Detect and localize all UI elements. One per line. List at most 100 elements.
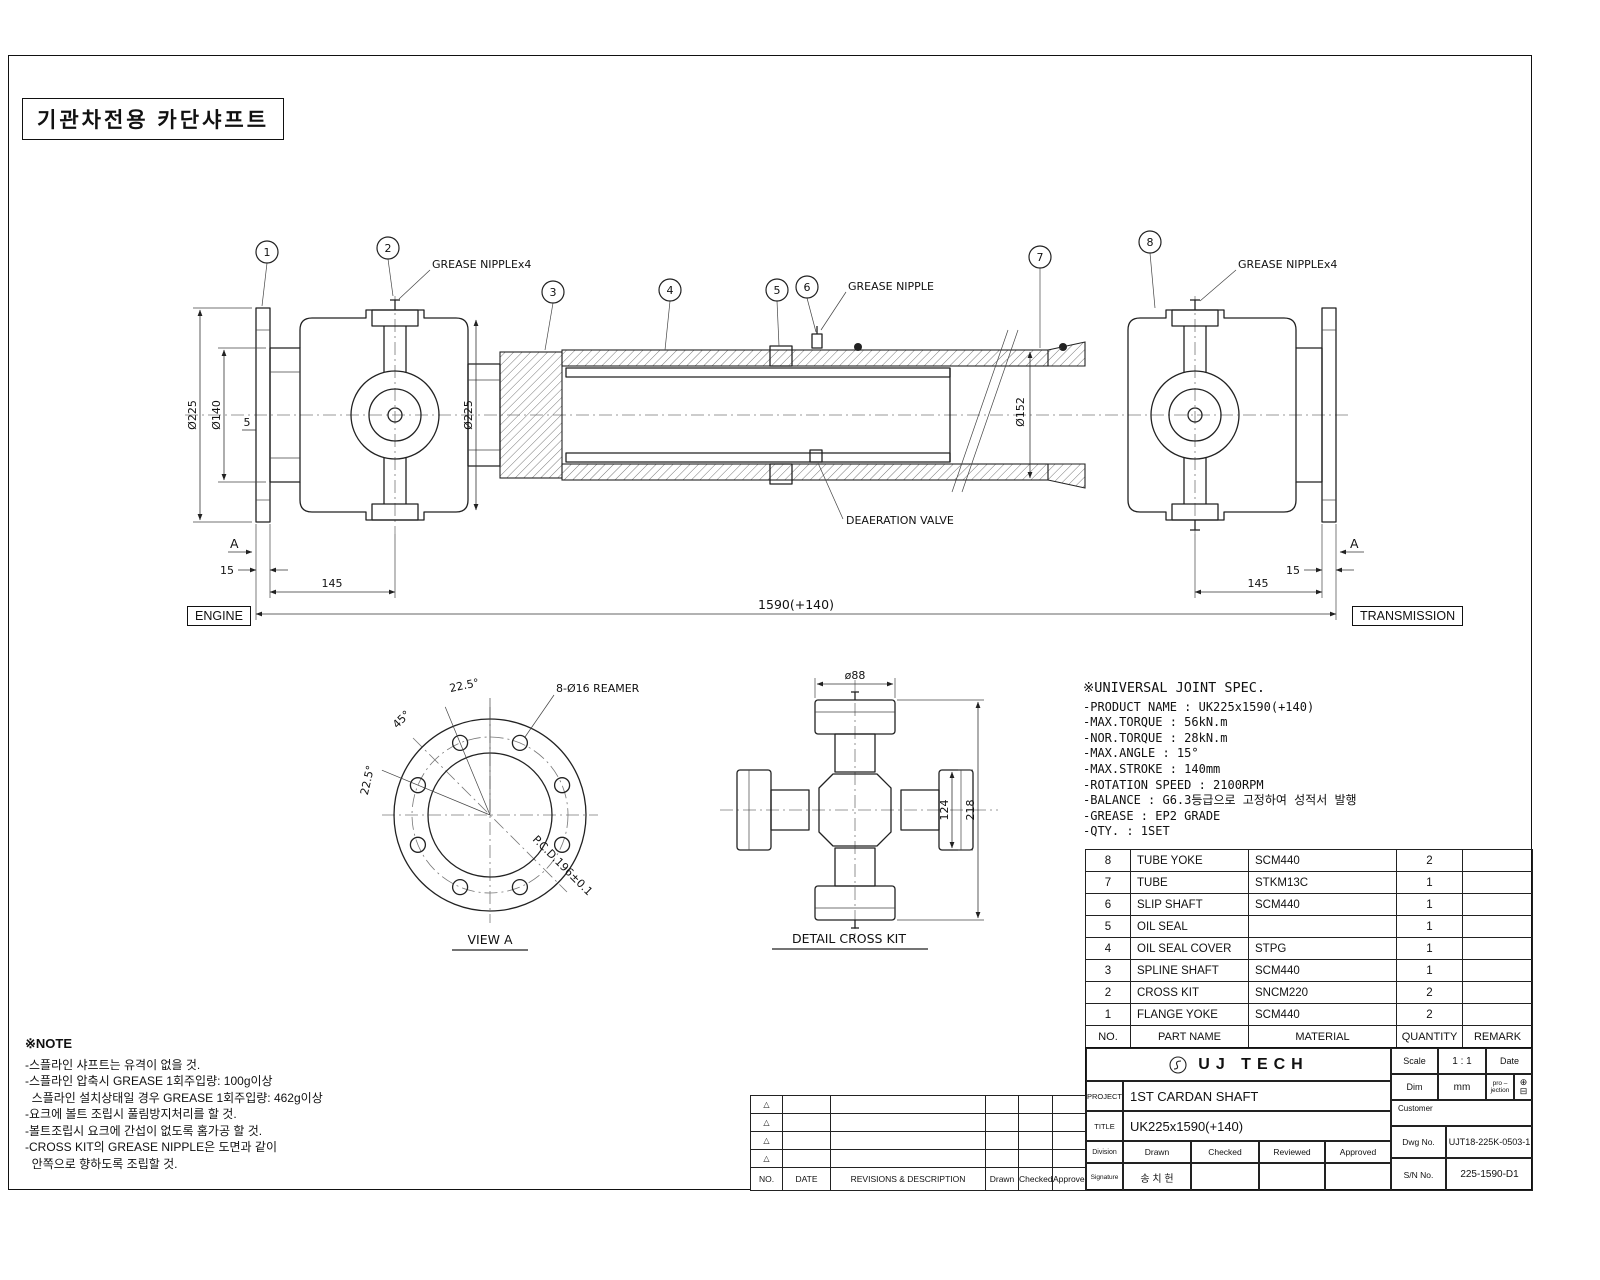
signature-empty-cell <box>1259 1163 1325 1191</box>
signature-empty-cell <box>1325 1163 1391 1191</box>
spec-line: -PRODUCT NAME : UK225x1590(+140) <box>1083 699 1315 714</box>
projection-circle-icon: ⊕ <box>1519 1077 1528 1087</box>
part-qty: 2 <box>1396 849 1463 872</box>
revision-triangle-icon: △ <box>763 1136 770 1145</box>
shaft-dimensions: Ø225 Ø140 5 Ø225 Ø152 145 145 15 15 1590… <box>186 307 1364 620</box>
company-cell: UJ TECH <box>1086 1048 1391 1081</box>
rev-header-no: NO. <box>750 1167 783 1191</box>
engine-label-box: ENGINE <box>187 606 251 626</box>
drawn-label: Drawn <box>1123 1141 1191 1163</box>
title-value: UK225x1590(+140) <box>1123 1111 1391 1141</box>
drawing-title-box: 기관차전용 카단샤프트 <box>22 98 285 140</box>
header-part-name: PART NAME <box>1130 1025 1249 1048</box>
title-label: TITLE <box>1086 1111 1123 1141</box>
grease-nipple-icon <box>390 299 400 310</box>
signature-value: 송 치 헌 <box>1123 1163 1191 1191</box>
balloon-callouts: 1 2 3 4 5 6 7 8 GREASE NIPPLEx4 GREASE N… <box>255 230 1337 527</box>
note-title: ※NOTE <box>25 1036 73 1051</box>
note-line: 안쪽으로 향하도록 조립할 것. <box>25 1156 178 1171</box>
dim-right-flange-thk: 15 <box>1286 564 1300 577</box>
header-remark: REMARK <box>1462 1025 1533 1048</box>
part-name: TUBE YOKE <box>1130 849 1249 872</box>
spec-line: -MAX.TORQUE : 56kN.m <box>1083 715 1228 730</box>
projection-view-icon: ⊟ <box>1519 1086 1528 1096</box>
balloon-8: 8 <box>1147 236 1154 249</box>
grease-nipple-x4-left-label: GREASE NIPPLEx4 <box>432 258 531 271</box>
table-row: 6 SLIP SHAFT SCM440 1 <box>1085 893 1533 916</box>
spec-line: -QTY. : 1SET <box>1083 824 1170 839</box>
revisions-header-row: NO. DATE REVISIONS & DESCRIPTION Drawn C… <box>750 1167 1086 1191</box>
section-a-marker-left: A <box>230 536 239 551</box>
header-material: MATERIAL <box>1248 1025 1397 1048</box>
division-label: Division <box>1086 1141 1123 1163</box>
deaeration-valve-label: DEAERATION VALVE <box>846 514 954 527</box>
table-row: 1 FLANGE YOKE SCM440 2 <box>1085 1003 1533 1026</box>
projection-label: pro – jection <box>1486 1074 1514 1100</box>
rev-header-checked: Checked <box>1018 1167 1053 1191</box>
view-a-caption: VIEW A <box>467 932 512 947</box>
spec-line: -MAX.ANGLE : 15° <box>1083 746 1199 761</box>
header-quantity: QUANTITY <box>1396 1025 1463 1048</box>
date-label: Date <box>1486 1048 1533 1074</box>
part-remark <box>1462 849 1533 872</box>
dim-reamer-holes: 8-Ø16 REAMER <box>556 682 640 695</box>
grease-nipple-icon <box>811 326 823 349</box>
revision-row: △ <box>750 1113 1086 1132</box>
dim-yoke-od: Ø225 <box>462 400 475 430</box>
engine-label: ENGINE <box>195 609 243 623</box>
revision-row: △ <box>750 1131 1086 1150</box>
scale-label: Scale <box>1391 1048 1438 1074</box>
sn-no-label: S/N No. <box>1391 1158 1446 1191</box>
project-value: 1ST CARDAN SHAFT <box>1123 1081 1391 1111</box>
dim-angle-mid: 45° <box>390 708 413 731</box>
table-row: 4 OIL SEAL COVER STPG 1 <box>1085 937 1533 960</box>
balloon-4: 4 <box>667 284 674 297</box>
revision-row: △ <box>750 1095 1086 1114</box>
spec-line: -NOR.TORQUE : 28kN.m <box>1083 730 1228 745</box>
revision-triangle-icon: △ <box>763 1118 770 1127</box>
company-name: UJ TECH <box>1198 1055 1309 1073</box>
grease-nipple-icon <box>851 691 859 929</box>
project-label: PROJECT <box>1086 1081 1123 1111</box>
part-no: 8 <box>1085 849 1131 872</box>
signature-label: Signature <box>1086 1163 1123 1191</box>
balloon-3: 3 <box>550 286 557 299</box>
approved-label: Approved <box>1325 1141 1391 1163</box>
dim-angle-left: 22.5° <box>358 764 377 796</box>
note-line: 스플라인 설치상태일 경우 GREASE 1회주입량: 462g이상 <box>25 1090 323 1105</box>
signature-empty-cell <box>1191 1163 1259 1191</box>
parts-table: 8 TUBE YOKE SCM440 2 7 TUBE STKM13C 1 6 … <box>1085 849 1533 1048</box>
revision-row: △ <box>750 1149 1086 1168</box>
grease-nipple-label: GREASE NIPPLE <box>848 280 934 293</box>
table-row: 5 OIL SEAL 1 <box>1085 915 1533 938</box>
section-a-marker-right: A <box>1350 536 1359 551</box>
spec-line: -MAX.STROKE : 140mm <box>1083 761 1221 776</box>
dwg-no-label: Dwg No. <box>1391 1126 1446 1158</box>
projection-symbols-cell: ⊕ ⊟ <box>1514 1074 1533 1100</box>
rev-header-date: DATE <box>782 1167 831 1191</box>
dim-flange-od: Ø225 <box>186 400 199 430</box>
dim-flange-offset: 5 <box>244 416 251 429</box>
note-block: ※NOTE -스플라인 샤프트는 유격이 없을 것. -스플라인 압축시 GRE… <box>25 1036 455 1172</box>
balloon-5: 5 <box>774 284 781 297</box>
dim-pcd: P.C.D.196±0.1 <box>530 833 595 898</box>
note-line: -스플라인 압축시 GREASE 1회주입량: 100g이상 <box>25 1074 273 1088</box>
table-row: 2 CROSS KIT SNCM220 2 <box>1085 981 1533 1004</box>
transmission-label: TRANSMISSION <box>1360 609 1456 623</box>
rev-header-description: REVISIONS & DESCRIPTION <box>830 1167 986 1191</box>
cross-kit-drawing: ø88 124 218 DETAIL CROSS KIT <box>720 669 998 950</box>
view-a-drawing: 22.5° 45° 22.5° 8-Ø16 REAMER P.C.D.196±0… <box>358 676 640 951</box>
spec-title: ※UNIVERSAL JOINT SPEC. <box>1083 680 1265 696</box>
table-row: 8 TUBE YOKE SCM440 2 <box>1085 849 1533 872</box>
page-title: 기관차전용 카단샤프트 <box>37 109 270 132</box>
table-row: 3 SPLINE SHAFT SCM440 1 <box>1085 959 1533 982</box>
dim-left-flange-thk: 15 <box>220 564 234 577</box>
dim-left-joint-length: 145 <box>322 577 343 590</box>
dim-right-joint-length: 145 <box>1248 577 1269 590</box>
ujtech-logo-icon <box>1169 1055 1187 1074</box>
spec-line: -ROTATION SPEED : 2100RPM <box>1083 777 1264 792</box>
transmission-label-box: TRANSMISSION <box>1352 606 1464 626</box>
parts-table-header-row: NO. PART NAME MATERIAL QUANTITY REMARK <box>1085 1025 1533 1048</box>
grease-nipple-x4-right-label: GREASE NIPPLEx4 <box>1238 258 1337 271</box>
dim-angle-top: 22.5° <box>448 676 480 695</box>
